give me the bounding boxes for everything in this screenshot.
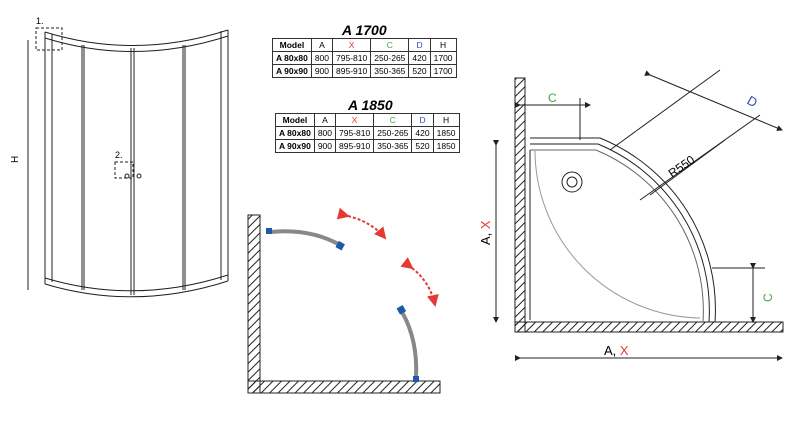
col-model: Model [272, 38, 312, 52]
table-title-1700: A 1700 [342, 22, 387, 38]
dim-c-right: C [761, 293, 775, 302]
col-a: A [310, 38, 334, 52]
col-c: C [373, 113, 413, 127]
col-x: X [332, 38, 372, 52]
col-d: D [408, 38, 431, 52]
col-model: Model [275, 113, 315, 127]
radius-label: R550 [666, 152, 698, 180]
dim-ax-vertical: A, X [478, 220, 493, 245]
dim-d: D [745, 93, 761, 111]
height-label: H [10, 156, 21, 163]
table-title-1850: A 1850 [348, 97, 393, 113]
col-h: H [429, 38, 457, 52]
col-c: C [370, 38, 410, 52]
col-h: H [432, 113, 460, 127]
callout-2-label: 2. [115, 150, 123, 160]
front-view [27, 27, 229, 298]
door-swing-plan [247, 207, 441, 394]
col-d: D [411, 113, 434, 127]
dimension-plan [493, 69, 784, 361]
dim-ax-horizontal: A, X [604, 343, 629, 358]
callout-1-label: 1. [36, 16, 44, 26]
dim-c-top: C [548, 91, 557, 105]
col-x: X [335, 113, 375, 127]
col-a: A [313, 113, 337, 127]
